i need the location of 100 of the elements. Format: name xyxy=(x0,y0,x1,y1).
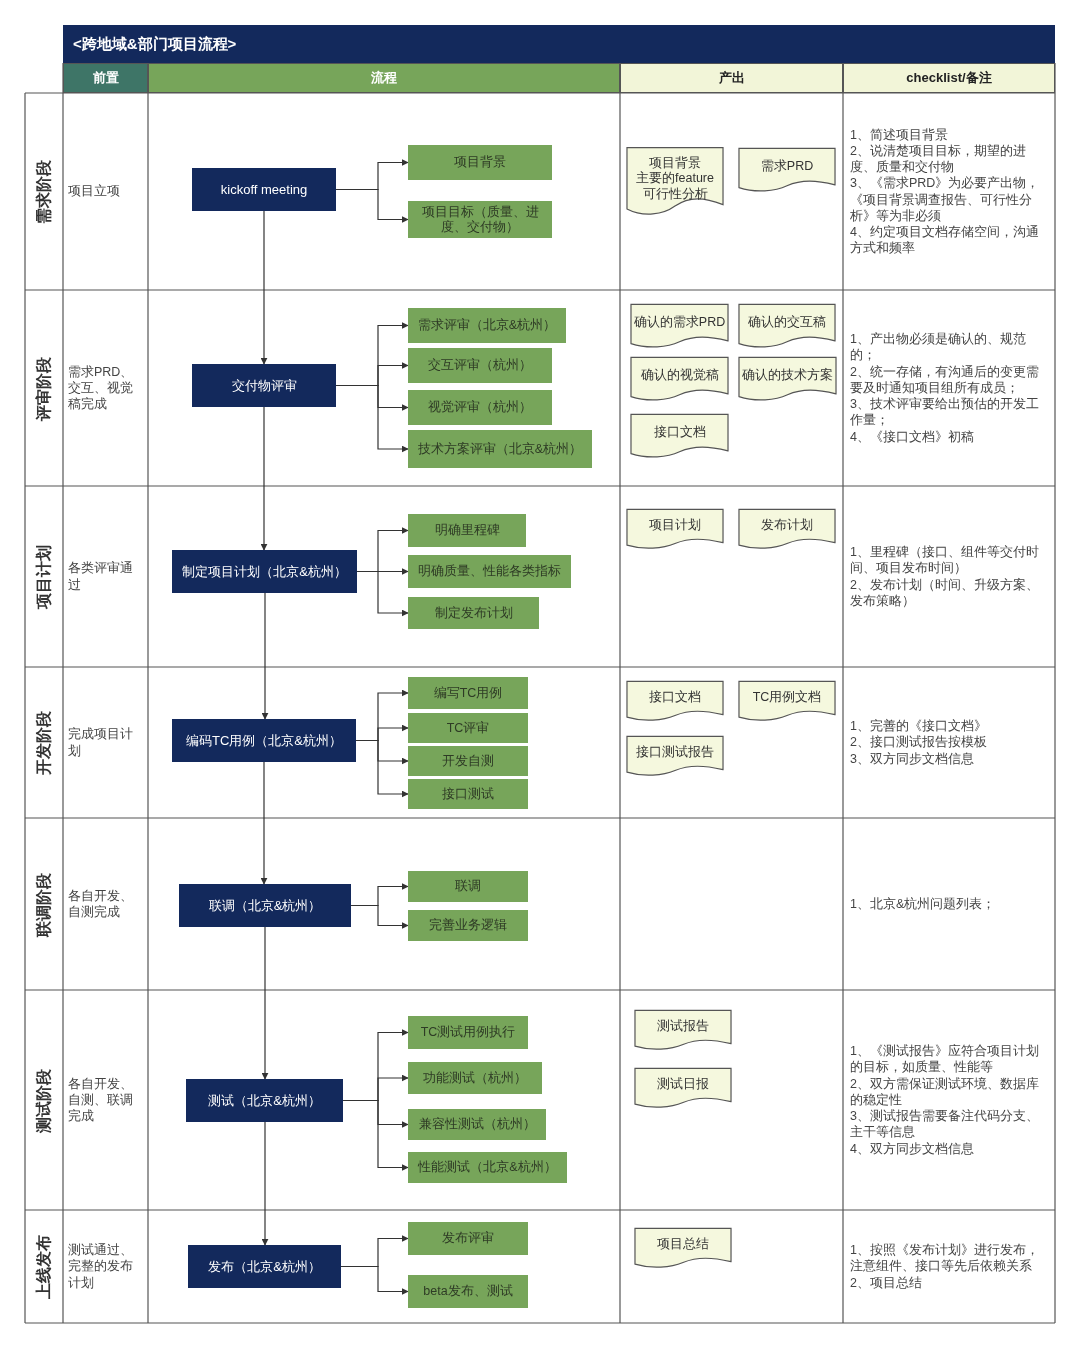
prerequisite-text: 需求PRD、交互、视觉稿完成 xyxy=(68,363,135,413)
note-text: 4、《接口文档》初稿 xyxy=(850,428,975,445)
document-label: TC用例文档 xyxy=(752,690,822,706)
prerequisite-text: 各类评审通过 xyxy=(68,560,134,593)
connector-arrow xyxy=(261,1121,269,1246)
connector-arrow xyxy=(340,1265,409,1295)
task-box: 明确质量、性能各类指标 xyxy=(408,555,571,588)
note-text: 2、接口测试报告按模板 xyxy=(850,734,988,751)
document-label: 项目背景 xyxy=(649,155,701,171)
column-header: checklist/备注 xyxy=(843,63,1055,93)
task-box: beta发布、测试 xyxy=(408,1275,528,1308)
prerequisite-text: 完成项目计划 xyxy=(68,726,134,759)
note-text: 4、约定项目文档存储空间，沟通方式和频率 xyxy=(850,224,1040,257)
connector-arrow xyxy=(350,904,409,929)
task-box: 项目目标（质量、进度、交付物） xyxy=(408,201,552,238)
document-shape xyxy=(738,357,837,403)
prerequisite-text: 项目立项 xyxy=(68,183,120,200)
process-box: 编码TC用例（北京&杭州） xyxy=(172,719,356,762)
prerequisite-text: 测试通过、完整的发布计划 xyxy=(68,1242,134,1291)
document-shape xyxy=(630,414,729,460)
note-text: 3、技术评审要给出预估的开发工作量； xyxy=(850,396,1040,429)
connector-arrow xyxy=(355,739,409,798)
task-box: 需求评审（北京&杭州） xyxy=(408,308,566,343)
document-label: 测试日报 xyxy=(657,1077,709,1093)
document-shape xyxy=(630,357,729,403)
document-label: 需求PRD xyxy=(760,159,814,175)
document-label: 确认的交互稿 xyxy=(748,315,826,331)
note-text: 3、测试报告需要备注代码分支、主干等信息 xyxy=(850,1108,1040,1141)
connector-arrow xyxy=(356,570,409,617)
column-header: 产出 xyxy=(620,63,843,93)
column-header: 流程 xyxy=(148,63,620,93)
task-box: TC测试用例执行 xyxy=(408,1016,528,1049)
note-text: 2、项目总结 xyxy=(850,1274,923,1291)
column-header: 前置 xyxy=(63,63,148,93)
task-box: 发布评审 xyxy=(408,1222,528,1255)
note-text: 3、《需求PRD》为必要产出物，《项目背景调查报告、可行性分析》等为非必须 xyxy=(850,175,1041,224)
document-label: 接口文档 xyxy=(649,690,701,706)
document-label: 主要的feature xyxy=(636,171,714,187)
task-box: TC评审 xyxy=(408,713,528,743)
title-bar: <跨地域&部门项目流程> xyxy=(63,25,1055,63)
stage-label: 需求阶段 xyxy=(33,159,53,224)
connector-arrow xyxy=(335,188,409,223)
task-box: 制定发布计划 xyxy=(408,597,539,629)
document-shape xyxy=(634,1010,732,1052)
note-text: 2、发布计划（时间、升级方案、发布策略） xyxy=(850,576,1040,609)
document-shape xyxy=(634,1228,732,1270)
connector-arrow xyxy=(261,592,269,720)
document-label: 测试报告 xyxy=(657,1019,709,1035)
task-box: 功能测试（杭州） xyxy=(408,1062,542,1094)
document-label: 确认的视觉稿 xyxy=(640,368,719,384)
process-box: 联调（北京&杭州） xyxy=(179,884,351,927)
document-shape xyxy=(626,681,724,723)
document-label: 可行性分析 xyxy=(642,186,708,203)
note-text: 4、双方同步文档信息 xyxy=(850,1140,975,1157)
document-shape xyxy=(738,681,836,723)
connector-arrow xyxy=(260,406,268,551)
prerequisite-text: 各自开发、自测、联调完成 xyxy=(68,1075,134,1125)
stage-label: 评审阶段 xyxy=(33,356,53,420)
process-box: 交付物评审 xyxy=(192,364,336,407)
document-shape xyxy=(626,736,724,778)
note-text: 2、统一存储，有沟通后的变更需要及时通知项目组所有成员； xyxy=(850,363,1040,397)
note-text: 3、双方同步文档信息 xyxy=(850,750,975,767)
note-text: 2、说清楚项目目标，期望的进度、质量和交付物 xyxy=(850,142,1027,176)
stage-label: 项目计划 xyxy=(33,544,53,609)
task-box: 开发自测 xyxy=(408,746,528,776)
document-label: 发布计划 xyxy=(761,518,813,534)
process-box: kickoff meeting xyxy=(192,168,336,211)
task-box: 项目背景 xyxy=(408,145,552,180)
note-text: 1、北京&杭州问题列表； xyxy=(850,895,997,913)
document-label: 确认的需求PRD xyxy=(633,315,726,331)
process-box: 测试（北京&杭州） xyxy=(186,1079,343,1122)
note-text: 1、简述项目背景 xyxy=(850,126,949,143)
task-box: 兼容性测试（杭州） xyxy=(408,1109,546,1140)
stage-label: 测试阶段 xyxy=(33,1068,53,1132)
document-label: 接口测试报告 xyxy=(636,745,714,761)
document-shape xyxy=(738,509,836,551)
task-box: 编写TC用例 xyxy=(408,677,528,709)
stage-label: 开发阶段 xyxy=(33,710,53,775)
document-shape xyxy=(630,304,729,350)
process-box: 发布（北京&杭州） xyxy=(188,1245,341,1288)
note-text: 1、产出物必须是确认的、规范的； xyxy=(850,331,1027,364)
task-box: 技术方案评审（北京&杭州） xyxy=(408,430,592,468)
task-box: 接口测试 xyxy=(408,779,528,809)
connector-arrow xyxy=(261,926,269,1080)
note-text: 1、按照《发布计划》进行发布，注意组件、接口等先后依赖关系 xyxy=(850,1242,1040,1275)
connector-arrow xyxy=(335,384,409,453)
prerequisite-text: 各自开发、自测完成 xyxy=(68,887,134,921)
note-text: 1、里程碑（接口、组件等交付时间、项目发布时间） xyxy=(850,544,1040,577)
connector-arrow xyxy=(342,1099,409,1171)
document-label: 接口文档 xyxy=(653,425,706,441)
document-label: 确认的技术方案 xyxy=(742,368,833,384)
task-box: 明确里程碑 xyxy=(408,514,526,547)
task-box: 交互评审（杭州） xyxy=(408,348,552,383)
document-shape xyxy=(738,148,836,194)
stage-label: 联调阶段 xyxy=(33,872,53,936)
document-shape xyxy=(626,509,724,551)
document-label: 项目计划 xyxy=(649,518,701,534)
note-text: 2、双方需保证测试环境、数据库的稳定性 xyxy=(850,1075,1040,1109)
task-box: 性能测试（北京&杭州） xyxy=(408,1152,567,1183)
task-box: 视觉评审（杭州） xyxy=(408,390,552,425)
